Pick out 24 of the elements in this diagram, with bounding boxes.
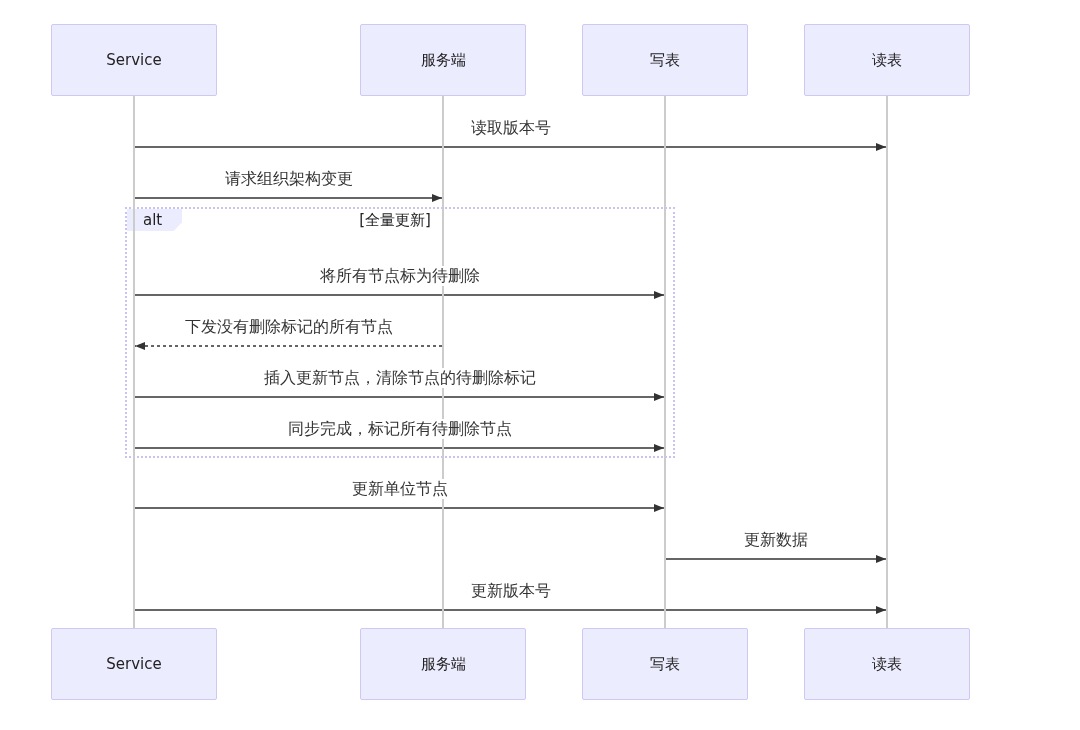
message-arrow (134, 143, 887, 151)
lifeline (886, 96, 888, 628)
lifeline (664, 96, 666, 628)
message-arrow (665, 555, 887, 563)
guard-condition: [全量更新] (359, 211, 431, 230)
participant-box: 写表 (582, 628, 748, 700)
message-arrow (134, 342, 443, 350)
message-arrow (134, 606, 887, 614)
message-arrow (134, 194, 443, 202)
participant-box: Service (51, 24, 217, 96)
message-arrow (134, 393, 665, 401)
message-label: 更新数据 (741, 530, 811, 550)
message-arrow (134, 444, 665, 452)
participant-box: 读表 (804, 24, 970, 96)
alt-tab: alt (127, 209, 182, 231)
lifeline (442, 96, 444, 628)
participant-box: 服务端 (360, 628, 526, 700)
participant-box: 服务端 (360, 24, 526, 96)
message-arrow (134, 504, 665, 512)
lifeline (133, 96, 135, 628)
participant-box: 写表 (582, 24, 748, 96)
participant-box: Service (51, 628, 217, 700)
participant-box: 读表 (804, 628, 970, 700)
message-arrow (134, 291, 665, 299)
